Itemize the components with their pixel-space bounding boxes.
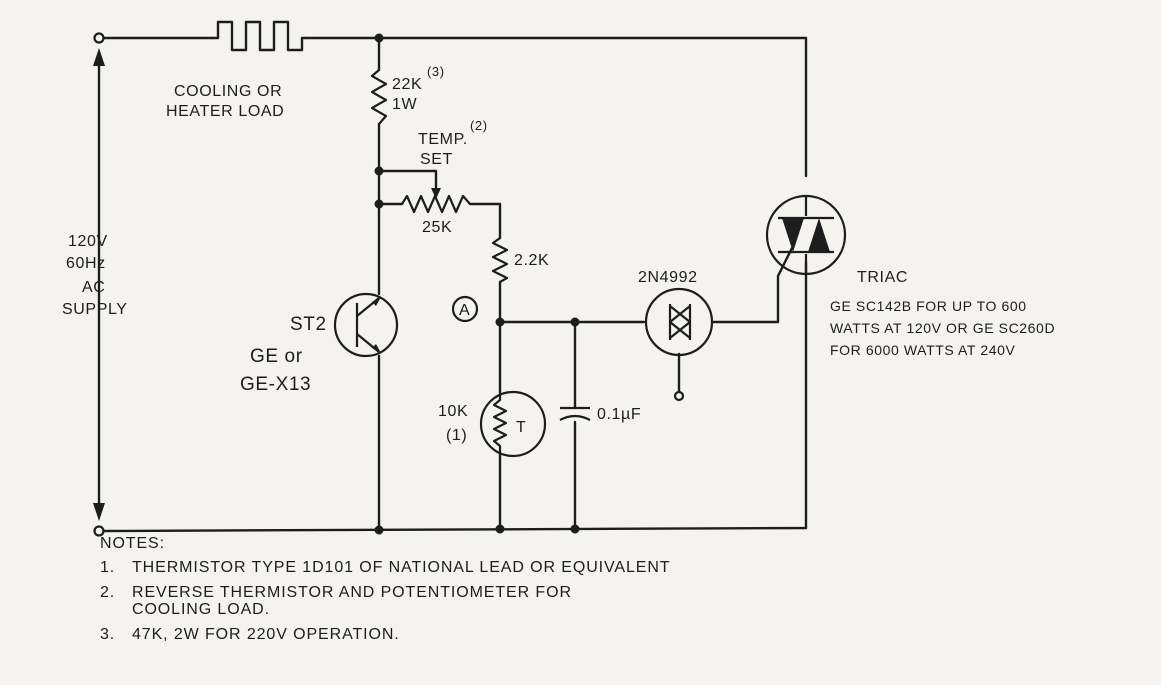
supply-label-ac: AC — [82, 279, 105, 296]
notes-title: NOTES: — [100, 535, 165, 552]
junction-cap — [570, 317, 580, 327]
pot-name-line-2: SET — [420, 151, 453, 168]
triac-desc-line-2: WATTS AT 120V OR GE SC260D — [830, 320, 1055, 336]
triac-triangle-left — [782, 218, 804, 252]
thermistor-zigzag — [492, 392, 508, 456]
supply-label-supply: SUPPLY — [62, 301, 128, 318]
supply-label-voltage: 120V — [68, 233, 108, 250]
note-item: 2. REVERSE THERMISTOR AND POTENTIOMETER … — [100, 584, 670, 618]
trigger-arrows — [668, 305, 692, 339]
note-text: THERMISTOR TYPE 1D101 OF NATIONAL LEAD O… — [132, 559, 671, 576]
supply-terminal-bottom — [93, 525, 105, 537]
thermistor-value: 10K — [438, 403, 468, 420]
bottom-rail — [102, 260, 808, 533]
pot-wiper-arrow — [431, 188, 441, 199]
note-text: REVERSE THERMISTOR AND POTENTIOMETER FOR… — [132, 584, 572, 618]
notes-section: NOTES: 1. THERMISTOR TYPE 1D101 OF NATIO… — [100, 535, 670, 651]
trigger-name: 2N4992 — [638, 269, 698, 286]
supply-terminal-top — [93, 32, 105, 44]
r-top-value: 22K — [392, 76, 422, 93]
st2-sub-line-1: GE or — [250, 346, 303, 367]
junction-bottom-cap — [570, 524, 580, 534]
resistor-22k — [370, 69, 388, 125]
wiper-wire — [377, 169, 438, 192]
trigger-lead-terminal — [673, 390, 685, 402]
triac-desc-line-1: GE SC142B FOR UP TO 600 — [830, 298, 1027, 314]
junction-pot — [374, 199, 384, 209]
thermistor-body — [479, 390, 547, 458]
note-text: 47K, 2W FOR 220V OPERATION. — [132, 626, 400, 643]
junction-a — [495, 317, 505, 327]
capacitor-value: 0.1µF — [597, 406, 641, 423]
load-label-line-2: HEATER LOAD — [166, 103, 284, 120]
load-waveform — [210, 20, 308, 52]
capacitor-plate-bottom — [559, 414, 591, 421]
top-rail-right — [304, 36, 808, 178]
resistor-2.2k — [491, 237, 509, 283]
trigger-body — [644, 287, 714, 357]
junction-top — [374, 33, 384, 43]
junction-bottom-thermistor — [495, 524, 505, 534]
pot-value: 25K — [422, 219, 452, 236]
load-label-line-1: COOLING OR — [174, 83, 282, 100]
pot-right-wire — [468, 202, 502, 240]
triac-desc-line-3: FOR 6000 WATTS AT 240V — [830, 342, 1015, 358]
r-top-power: 1W — [392, 96, 417, 113]
note-number: 1. — [100, 559, 116, 576]
triac-name: TRIAC — [857, 269, 908, 286]
supply-arrow-down — [93, 503, 105, 521]
pot-name-line-1: TEMP. — [418, 131, 468, 148]
st2-sub-line-2: GE-X13 — [240, 374, 311, 395]
r-mid-value: 2.2K — [514, 252, 549, 269]
note-number: 2. — [100, 584, 116, 601]
thermistor-note: (1) — [446, 427, 467, 444]
supply-arrow-up — [93, 48, 105, 66]
pot-note: (2) — [470, 118, 488, 133]
trigger-to-gate-wire — [710, 246, 794, 324]
junction-bottom-st2 — [374, 525, 384, 535]
note-item: 1. THERMISTOR TYPE 1D101 OF NATIONAL LEA… — [100, 559, 670, 576]
supply-label-frequency: 60Hz — [66, 255, 106, 272]
thermistor-letter: T — [516, 419, 526, 436]
node-a-label: A — [459, 302, 470, 319]
st2-body — [333, 292, 399, 358]
note-item: 3. 47K, 2W FOR 220V OPERATION. — [100, 626, 670, 643]
st2-arrow-bottom — [372, 344, 381, 353]
node-a-circle — [451, 295, 479, 323]
st2-name: ST2 — [290, 314, 327, 335]
triac-triangle-right — [808, 218, 830, 252]
r-top-note: (3) — [427, 64, 445, 79]
note-number: 3. — [100, 626, 116, 643]
junction-wiper — [374, 166, 384, 176]
st2-arrow-top — [372, 297, 381, 306]
